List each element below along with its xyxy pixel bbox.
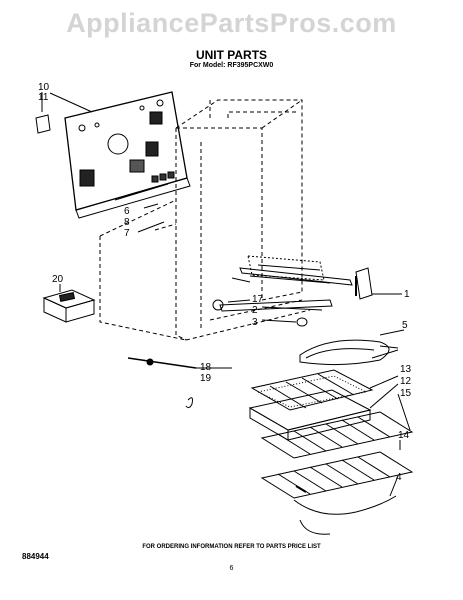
- page-number: 6: [229, 565, 234, 572]
- diagram-code: 884944: [22, 552, 49, 561]
- callout-6: 6: [124, 206, 130, 217]
- broil-element-5: [299, 329, 405, 366]
- callout-18: 18: [200, 362, 212, 373]
- callout-5: 5: [402, 320, 408, 331]
- callout-11: 11: [38, 92, 49, 103]
- callout-14: 14: [398, 430, 410, 441]
- callout-8: 8: [124, 217, 130, 228]
- callout-17: 17: [252, 294, 264, 305]
- part-11-bracket: [35, 114, 51, 134]
- part-1-cover: [355, 267, 373, 300]
- diagram-title: UNIT PARTS: [195, 48, 268, 62]
- callout-15: 15: [400, 388, 412, 399]
- model-subtitle: For Model: RF395PCXW0: [189, 62, 274, 69]
- oven-frame: [99, 99, 311, 341]
- callout-20: 20: [52, 274, 64, 285]
- back-panel: [64, 91, 191, 219]
- callout-4: 4: [396, 472, 402, 483]
- part-17-clip: [212, 299, 224, 311]
- callout-19: 19: [200, 373, 212, 384]
- callout-12: 12: [400, 376, 412, 387]
- part-20-box: [42, 289, 96, 323]
- part-18-probe: [127, 357, 232, 369]
- oven-rack-14: [260, 451, 414, 499]
- part-19-clip: [185, 397, 193, 409]
- broiler-pan-13: [250, 369, 374, 411]
- ordering-info-footer: FOR ORDERING INFORMATION REFER TO PARTS …: [142, 544, 321, 550]
- callout-2: 2: [252, 305, 258, 316]
- callout-10: 10: [38, 82, 50, 93]
- callout-1: 1: [404, 289, 410, 300]
- part-3-screw: [296, 317, 308, 327]
- bake-element-4: [293, 485, 397, 535]
- callout-13: 13: [400, 364, 412, 375]
- callout-3: 3: [252, 317, 258, 328]
- oven-rack-15: [260, 411, 414, 459]
- callout-7: 7: [124, 228, 130, 239]
- watermark: AppliancePartsPros.com: [66, 8, 397, 38]
- lower-bracket: [219, 255, 353, 312]
